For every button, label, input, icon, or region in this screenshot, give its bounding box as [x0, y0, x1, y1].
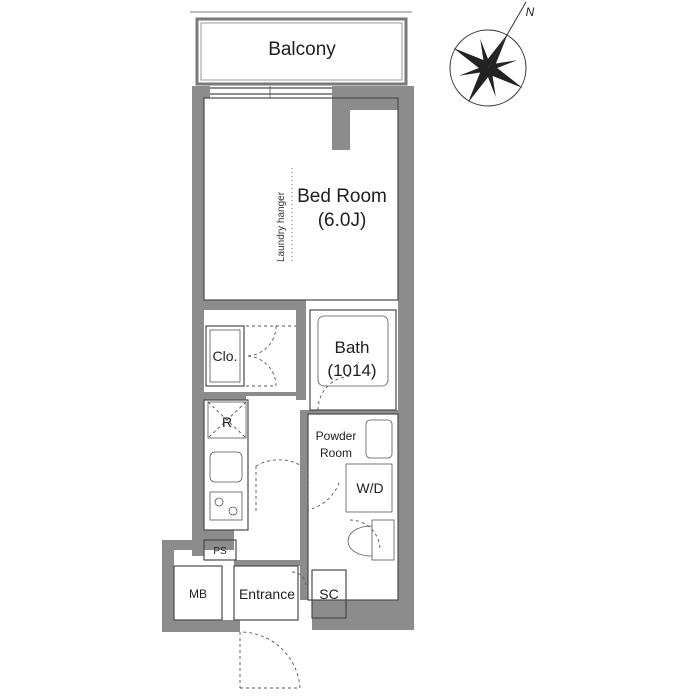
entrance: Entrance [233, 565, 307, 689]
bath-size: (1014) [327, 361, 376, 380]
bedroom-size: (6.0J) [318, 210, 367, 231]
bedroom: Bed Room (6.0J) Laundry hanger [203, 97, 399, 301]
closet: Clo. [205, 325, 296, 387]
bathroom: Bath (1014) [309, 309, 397, 411]
powder-room-label-1: Powder [316, 429, 357, 443]
balcony-window [210, 86, 332, 98]
kitchen: R [203, 399, 303, 531]
balcony-area: Balcony [190, 11, 412, 86]
north-label: N [526, 5, 535, 19]
entrance-label: Entrance [239, 586, 295, 602]
balcony-label: Balcony [268, 39, 336, 60]
walls [162, 86, 414, 632]
laundry-hanger-label: Laundry hanger [276, 191, 287, 262]
fridge-label: R [222, 414, 232, 430]
meter-box: MB [173, 565, 223, 621]
meter-box-label: MB [189, 587, 207, 601]
compass-rose-icon [449, 1, 527, 107]
washer-dryer-label: W/D [356, 480, 383, 496]
shoe-closet-label: SC [319, 586, 338, 602]
bath-label: Bath [335, 338, 370, 357]
powder-room: Powder Room W/D [307, 413, 399, 601]
wash-basin-icon [365, 419, 393, 459]
toilet-icon [347, 525, 373, 557]
bedroom-label: Bed Room [297, 186, 387, 207]
pipe-space-label: PS [213, 546, 227, 557]
pipe-space: PS [203, 539, 237, 561]
closet-label: Clo. [213, 348, 238, 364]
powder-room-label-2: Room [320, 446, 352, 460]
stove-icon [209, 491, 243, 521]
shoe-closet: SC [311, 569, 347, 619]
sink-icon [209, 451, 243, 483]
